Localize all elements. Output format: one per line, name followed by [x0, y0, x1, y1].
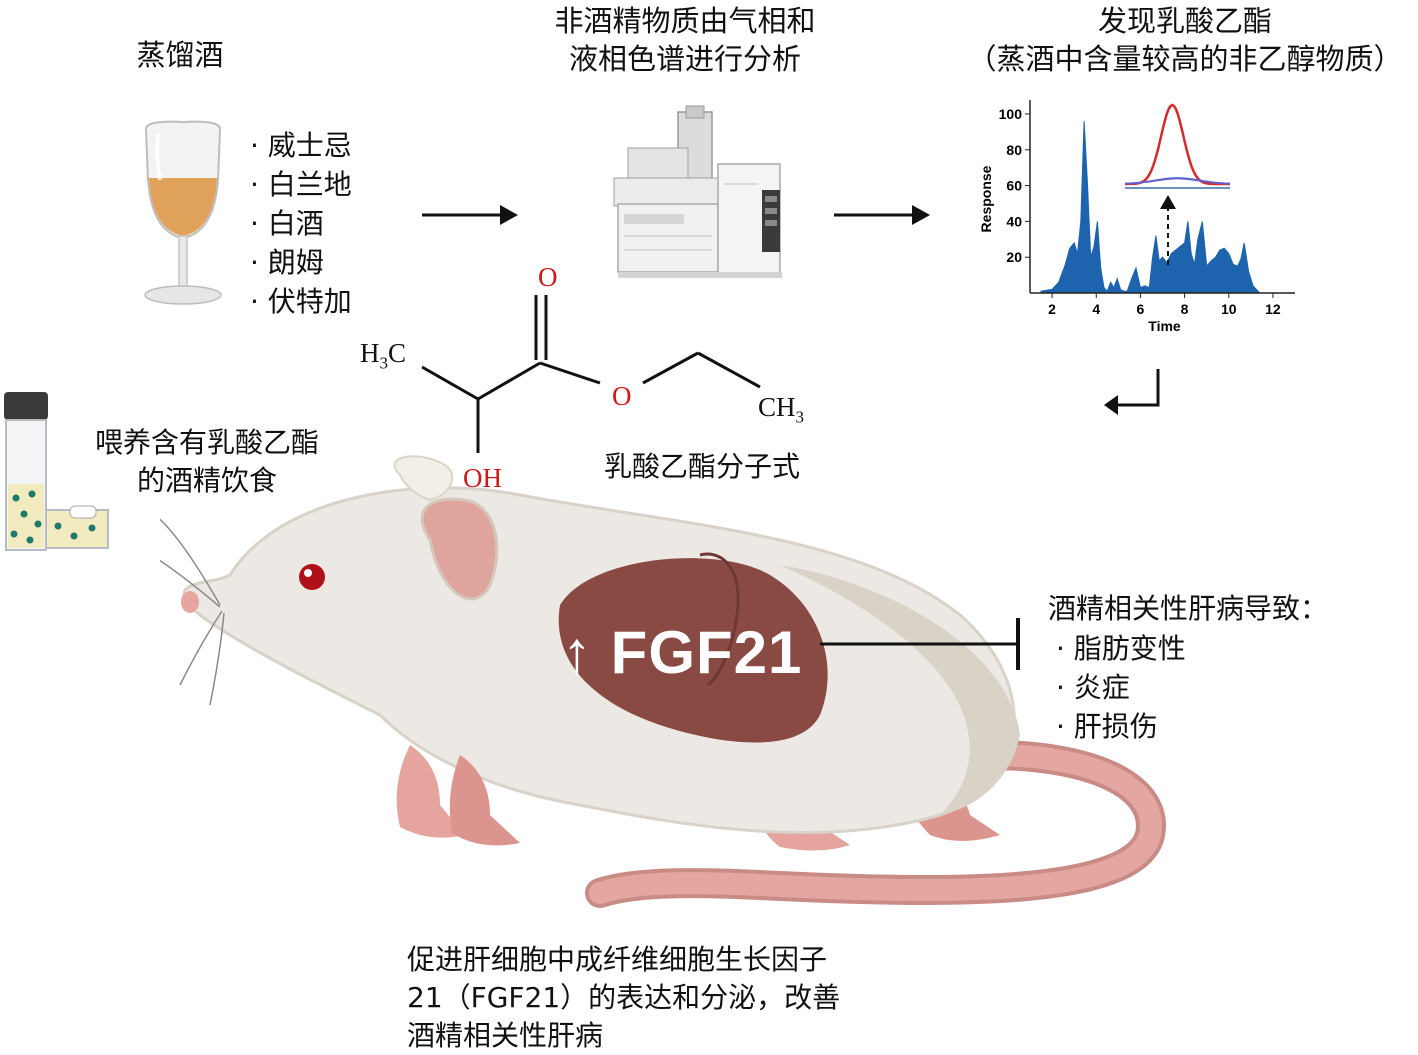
inset-peak-line	[1124, 177, 1231, 185]
mouse-illustration	[160, 455, 1166, 908]
x-tick-label: 6	[1137, 301, 1145, 317]
y-tick-label: 60	[1006, 178, 1022, 194]
up-arrow-icon: ↑	[562, 619, 593, 686]
x-tick-label: 4	[1092, 301, 1100, 317]
chromatograph-instrument-icon	[613, 105, 782, 278]
conclusion-text: 促进肝细胞中成纤维细胞生长因子 21（FGF21）的表达和分泌，改善 酒精相关性…	[407, 943, 841, 1052]
disease-title: 酒精相关性肝病导致：	[1048, 592, 1329, 625]
disease-item: · 肝损伤	[1056, 710, 1158, 743]
y-tick-label: 20	[1006, 249, 1022, 265]
diet-vial-icon	[4, 392, 109, 551]
ethyl-lactate-structure	[421, 295, 761, 453]
molecule-caption: 乳酸乙酯分子式	[604, 450, 801, 483]
return-arrow-icon	[1104, 369, 1160, 415]
spirits-title: 蒸馏酒	[136, 38, 224, 72]
ester-oxygen: O	[612, 381, 632, 411]
spirit-item: · 朗姆	[250, 246, 324, 279]
chromatogram-area	[1040, 121, 1261, 294]
zoom-arrow-icon	[1160, 195, 1176, 209]
x-tick-label: 10	[1221, 301, 1237, 317]
spirit-item: · 威士忌	[250, 129, 352, 162]
y-axis-label: Response	[978, 165, 994, 232]
spirit-item: · 白酒	[250, 207, 324, 240]
disease-item: · 炎症	[1056, 671, 1130, 704]
methyl-group-left: H3C	[360, 338, 407, 373]
fgf21-label: ↑ FGF21	[562, 619, 803, 686]
discovery-title: 发现乳酸乙酯 （蒸酒中含量较高的非乙醇物质）	[967, 4, 1403, 76]
spirit-item: · 伏特加	[250, 285, 352, 318]
arrow-right-icon	[422, 205, 518, 225]
wine-glass-icon	[144, 120, 222, 305]
methyl-group-right: CH3	[758, 392, 805, 427]
y-tick-label: 40	[1006, 213, 1022, 229]
y-tick-label: 80	[1006, 142, 1022, 158]
spirit-item: · 白兰地	[250, 168, 352, 201]
x-axis-label: Time	[1148, 318, 1181, 334]
disease-list: · 脂肪变性 · 炎症 · 肝损伤	[1056, 629, 1186, 746]
inset-peak-line	[1125, 103, 1230, 186]
x-tick-label: 12	[1265, 301, 1281, 317]
disease-item: · 脂肪变性	[1056, 632, 1186, 665]
x-tick-label: 8	[1181, 301, 1189, 317]
arrow-right-icon	[834, 205, 930, 225]
analysis-title: 非酒精物质由气相和 液相色谱进行分析	[554, 4, 816, 76]
x-tick-label: 2	[1048, 301, 1056, 317]
carbonyl-oxygen: O	[538, 262, 558, 292]
spirits-list: · 威士忌 · 白兰地 · 白酒 · 朗姆 · 伏特加	[250, 126, 352, 321]
y-tick-label: 100	[999, 106, 1023, 122]
feeding-text: 喂养含有乳酸乙酯 的酒精饮食	[94, 426, 319, 497]
inhibition-arrow-icon	[820, 618, 1020, 670]
